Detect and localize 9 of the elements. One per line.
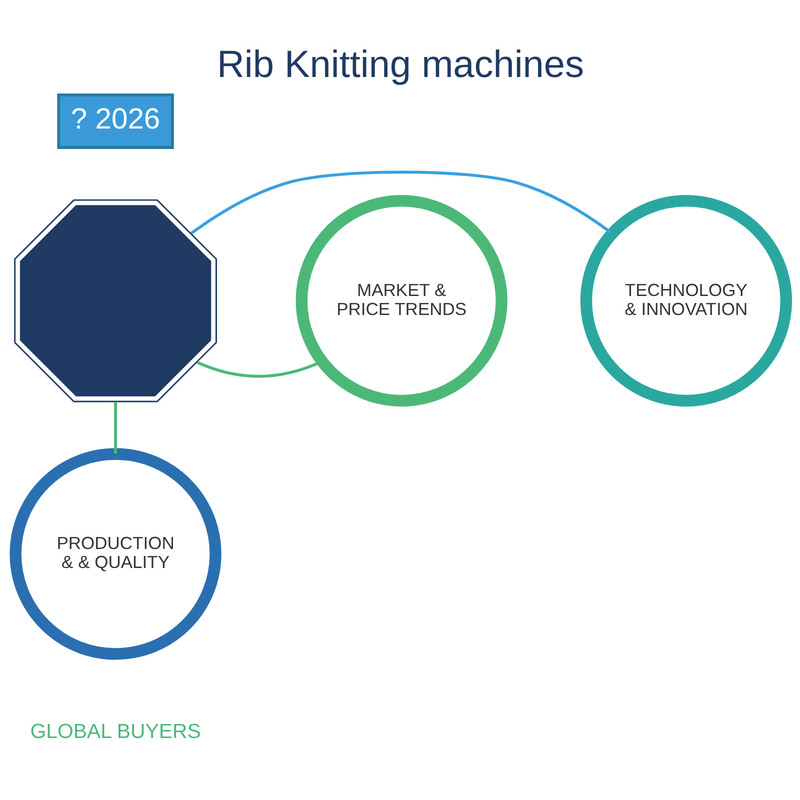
- connector: [190, 170, 612, 235]
- node-box: ? 2026: [56, 94, 174, 149]
- label: GLOBAL BUYERS: [30, 721, 200, 744]
- diagram-title: Rib Knitting machines: [216, 44, 584, 86]
- connector: [114, 402, 116, 454]
- node-circle: TECHNOLOGY & INNOVATION: [580, 194, 792, 407]
- node-circle: MARKET & PRICE TRENDS: [295, 194, 507, 407]
- node-picture: [14, 199, 216, 402]
- node-circle: PRODUCTION & & QUALITY: [9, 448, 221, 660]
